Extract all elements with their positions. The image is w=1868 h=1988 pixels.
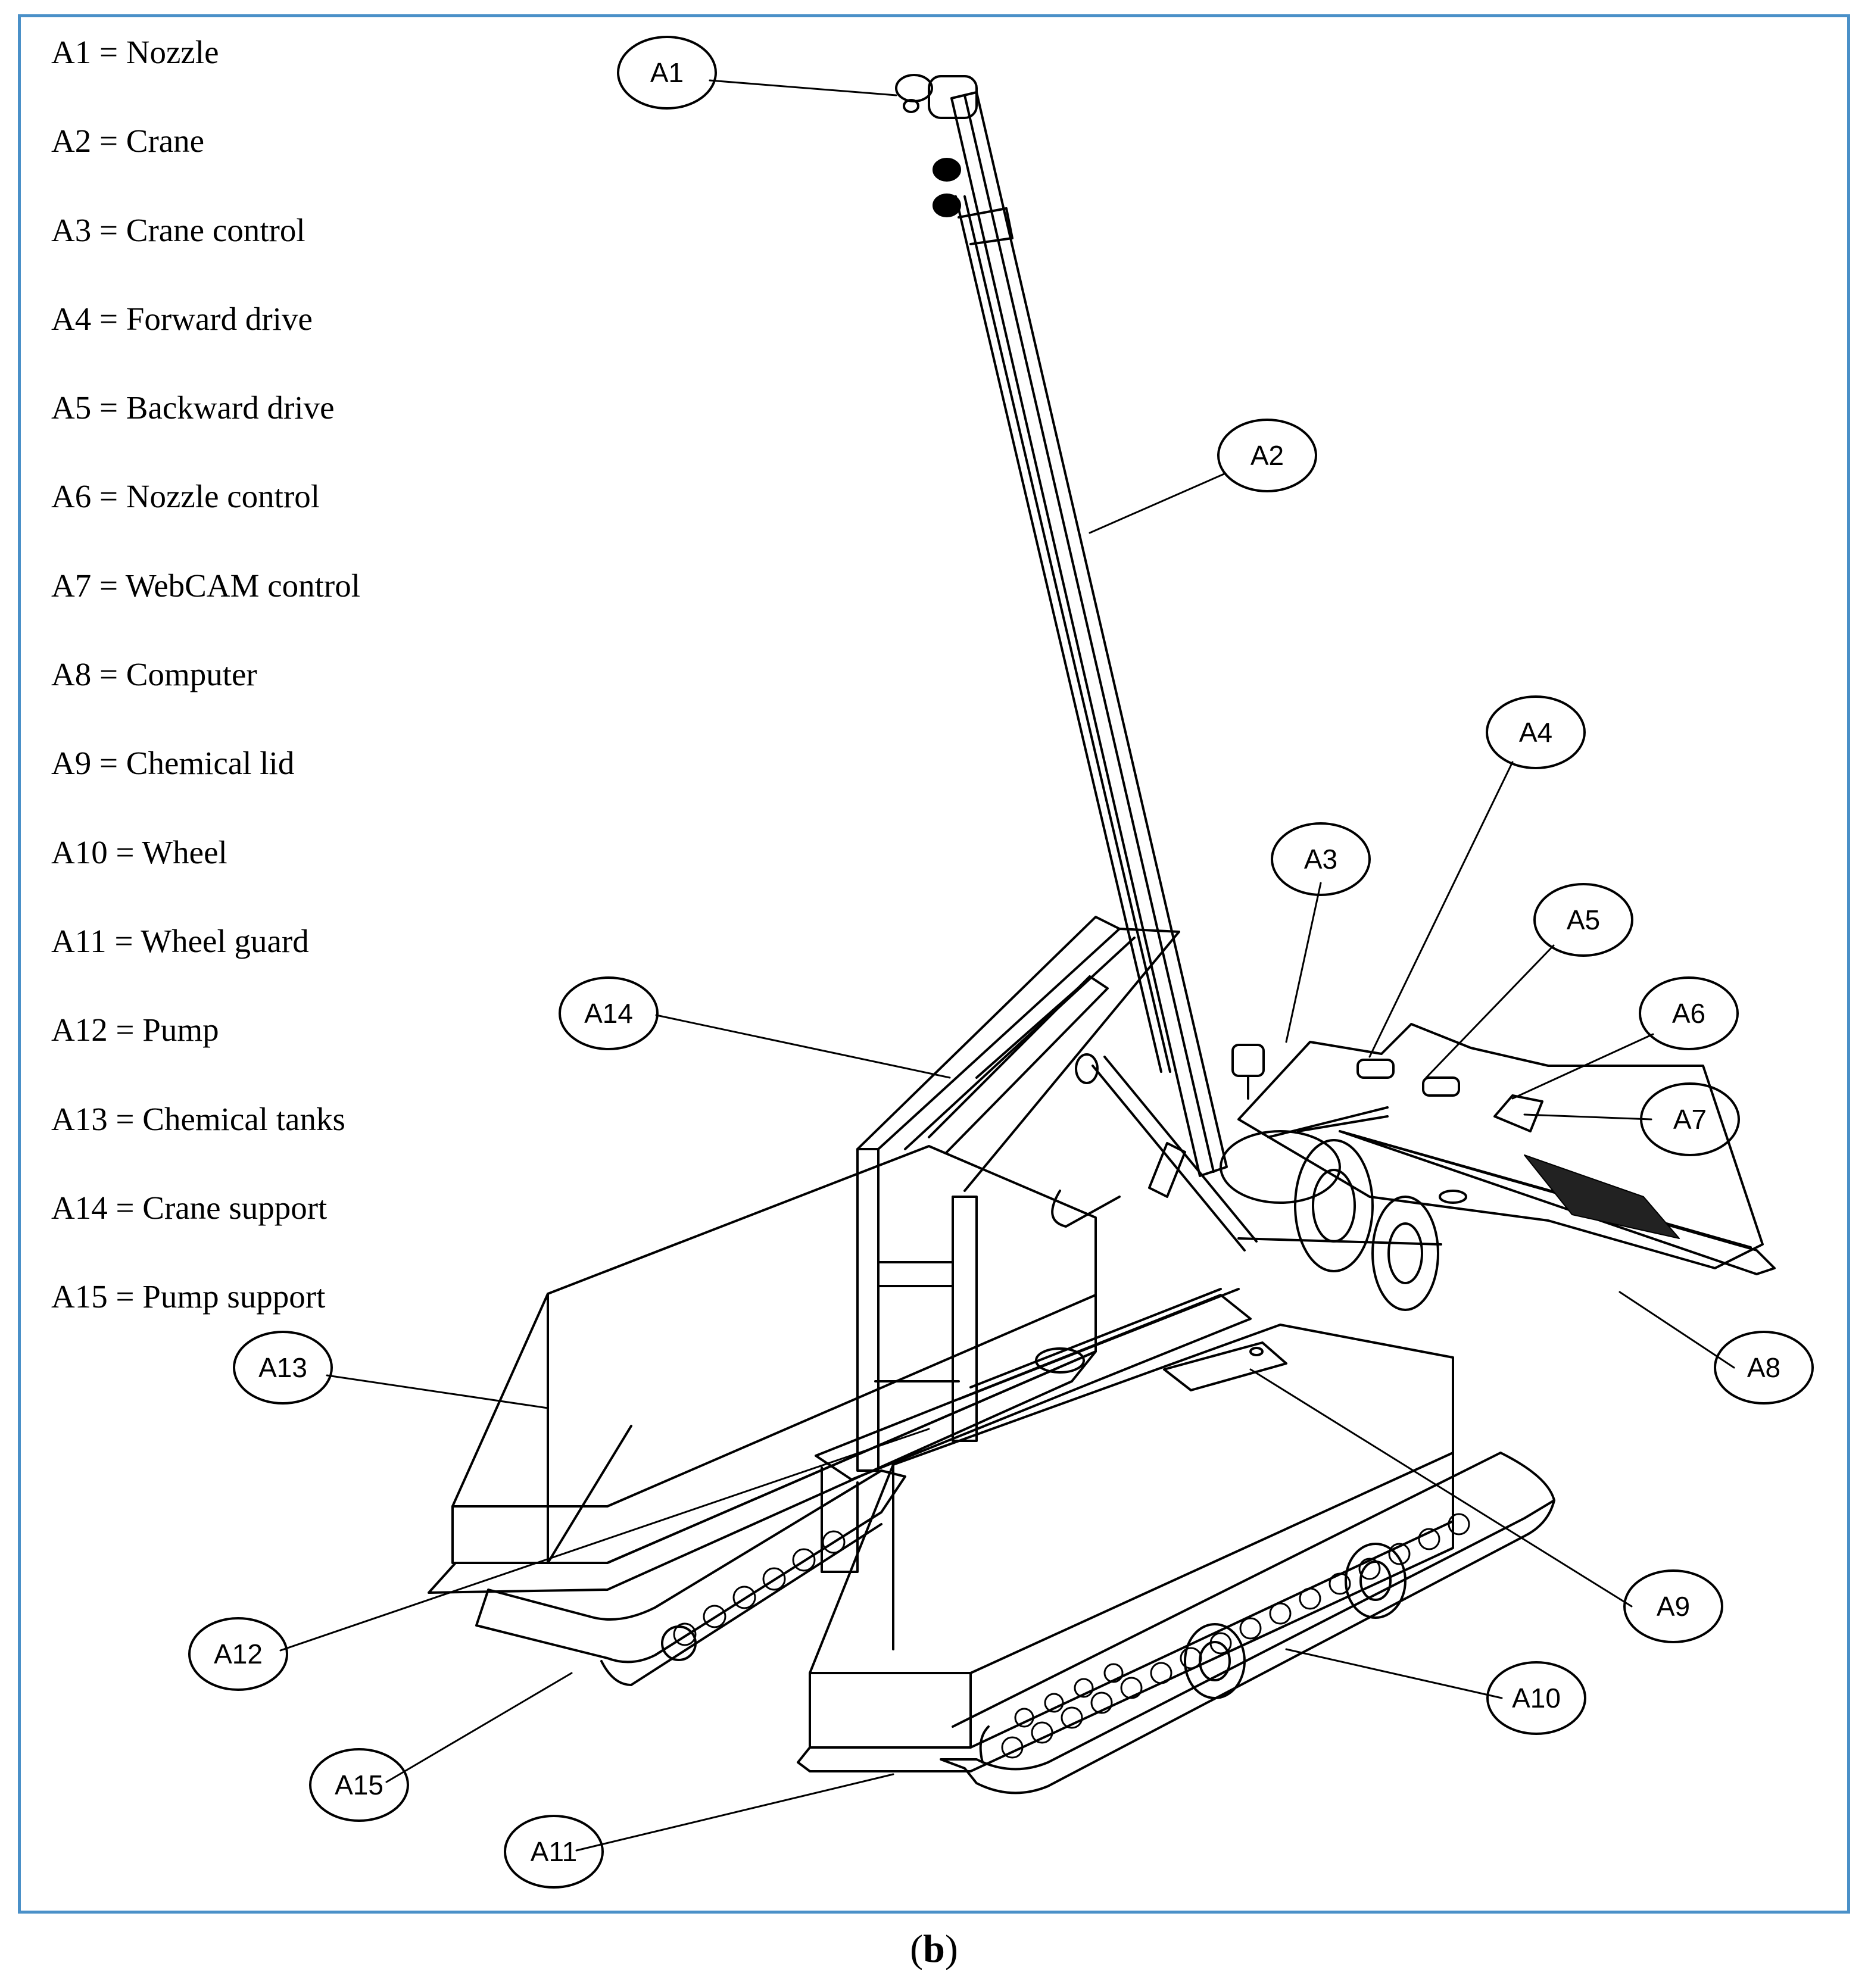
right-chemical-tank <box>797 1324 1454 1772</box>
crane-arm <box>895 74 1228 1177</box>
legend-item-a11: A11 = Wheel guard <box>51 922 309 959</box>
callout-a13: A13 <box>233 1331 333 1405</box>
callout-a11: A11 <box>504 1815 604 1889</box>
callout-a1: A1 <box>617 36 717 110</box>
left-track <box>475 1469 906 1686</box>
legend-item-a10: A10 = Wheel <box>51 834 227 870</box>
callout-a4-label: A4 <box>1519 717 1552 748</box>
callout-a13-label: A13 <box>258 1352 307 1383</box>
axle-pulleys <box>1051 1053 1442 1311</box>
control-platform <box>1220 1023 1776 1275</box>
callout-a4: A4 <box>1486 695 1586 769</box>
callout-a2-label: A2 <box>1250 440 1284 471</box>
legend-item-a8: A8 = Computer <box>51 656 257 693</box>
callout-a14: A14 <box>559 976 659 1050</box>
legend-item-a5: A5 = Backward drive <box>51 389 335 426</box>
leader-lines <box>279 79 1735 1852</box>
legend-item-a12: A12 = Pump <box>51 1012 219 1048</box>
callout-a6-label: A6 <box>1672 998 1705 1029</box>
callout-a12-label: A12 <box>214 1639 263 1669</box>
callout-a6: A6 <box>1639 976 1739 1050</box>
callout-a10-label: A10 <box>1512 1683 1561 1714</box>
legend-item-a9: A9 = Chemical lid <box>51 745 295 782</box>
legend-item-a7: A7 = WebCAM control <box>51 567 361 604</box>
callout-a9-label: A9 <box>1657 1591 1690 1622</box>
callout-a9: A9 <box>1623 1569 1723 1643</box>
legend-item-a1: A1 = Nozzle <box>51 34 219 70</box>
callout-a8-label: A8 <box>1747 1352 1780 1383</box>
legend-item-a3: A3 = Crane control <box>51 211 305 248</box>
callout-a3: A3 <box>1271 822 1371 896</box>
callout-a7-label: A7 <box>1673 1104 1707 1135</box>
crane-support <box>856 916 1180 1472</box>
callout-a11-label: A11 <box>531 1836 577 1867</box>
legend-item-a15: A15 = Pump support <box>51 1278 326 1315</box>
figure-frame <box>18 14 1850 1914</box>
callout-a15-label: A15 <box>335 1769 383 1800</box>
callout-a14-label: A14 <box>584 998 633 1029</box>
callout-a5-label: A5 <box>1567 904 1600 935</box>
callout-a12: A12 <box>188 1617 288 1691</box>
figure-caption: (b) <box>910 1927 958 1971</box>
callout-a1-label: A1 <box>650 57 684 88</box>
pump-assembly <box>815 1288 1252 1573</box>
legend-item-a13: A13 = Chemical tanks <box>51 1100 345 1137</box>
callout-a5: A5 <box>1533 883 1633 957</box>
callout-a7: A7 <box>1640 1082 1740 1156</box>
callout-a15: A15 <box>309 1748 409 1822</box>
legend-item-a4: A4 = Forward drive <box>51 300 313 337</box>
callout-a10: A10 <box>1486 1661 1586 1735</box>
callout-a8: A8 <box>1714 1331 1814 1405</box>
legend-item-a14: A14 = Crane support <box>51 1189 328 1226</box>
left-chemical-tank <box>428 1145 1097 1594</box>
callout-a2: A2 <box>1217 419 1317 492</box>
legend: A1 = Nozzle A2 = Crane A3 = Crane contro… <box>51 30 360 1363</box>
legend-item-a2: A2 = Crane <box>51 123 205 160</box>
callout-a3-label: A3 <box>1304 844 1337 875</box>
legend-item-a6: A6 = Nozzle control <box>51 478 320 515</box>
